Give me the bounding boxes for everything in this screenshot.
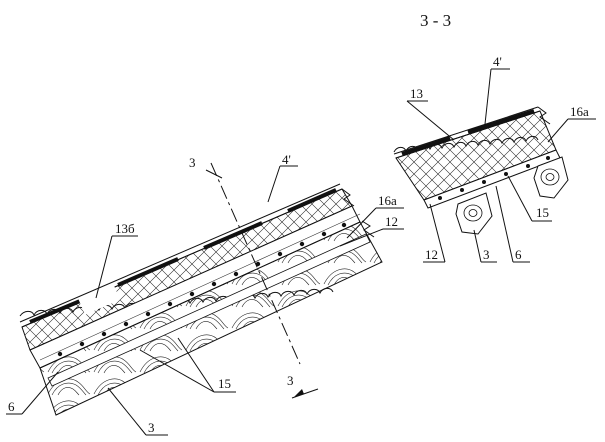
label-16a-main: 16a — [378, 193, 397, 208]
label-3-main: 3 — [148, 420, 155, 435]
label-15-detail: 15 — [536, 205, 549, 220]
cut-label-bottom: 3 — [287, 373, 294, 388]
label-15-main: 15 — [218, 376, 231, 391]
detail-annotations: 4' 13 16a 15 12 3 6 — [406, 54, 596, 263]
label-12-main: 12 — [385, 214, 398, 229]
main-annotations: 3 3 4' 13б 16a 12 15 6 3 — [6, 152, 404, 436]
detail-section — [393, 106, 569, 235]
bead-row-main — [57, 222, 347, 357]
label-13-detail: 13 — [410, 86, 423, 101]
label-4prime-detail: 4' — [493, 54, 502, 69]
label-16a-detail: 16a — [570, 104, 589, 119]
main-section — [19, 162, 383, 416]
rafter-block-1 — [455, 192, 493, 235]
label-13b: 13б — [115, 221, 135, 236]
label-6-detail: 6 — [515, 247, 522, 262]
label-6-main: 6 — [8, 399, 15, 414]
label-3-detail: 3 — [483, 247, 490, 262]
section-title: 3 - 3 — [420, 11, 451, 30]
label-12-detail: 12 — [425, 247, 438, 262]
rafter-block-2 — [533, 156, 569, 199]
label-4prime-main: 4' — [282, 152, 291, 167]
cut-label-top: 3 — [189, 155, 196, 170]
